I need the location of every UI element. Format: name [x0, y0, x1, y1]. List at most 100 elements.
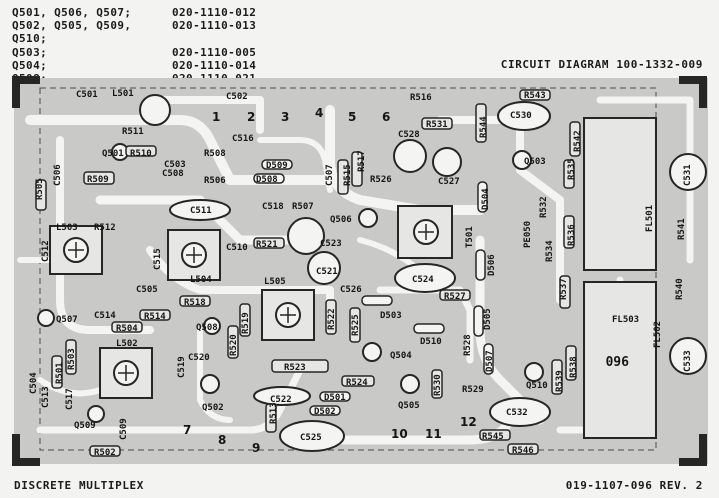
component-label-c502: C502 [226, 92, 248, 102]
resistor-r525 [349, 307, 361, 343]
resistor-r539 [551, 359, 563, 395]
resistor-r510 [125, 145, 157, 157]
component-label-r507: R507 [292, 202, 314, 212]
resistor-r527 [439, 289, 471, 301]
component-label-r513: R513 [269, 402, 279, 424]
diode-d503 [361, 295, 393, 306]
capacitor-q501-can [139, 94, 171, 126]
component-label-q504: Q504 [390, 351, 412, 361]
transistor-q503 [512, 150, 532, 170]
component-label-fl501: FL501 [645, 205, 655, 232]
component-label-r520: R520 [229, 334, 239, 356]
component-label-d510: D510 [420, 337, 442, 347]
component-label-r501: R501 [55, 362, 65, 384]
component-label-fl502: FL502 [653, 321, 663, 348]
component-label-l502: L502 [116, 339, 138, 349]
component-label-r529: R529 [462, 385, 484, 395]
pin-number-6: 6 [382, 110, 390, 124]
component-label-r522: R522 [327, 308, 337, 330]
pin-number-4: 4 [315, 106, 323, 120]
component-label-r535: R535 [567, 158, 577, 180]
parts-row-3-code: 020-1110-005 [172, 45, 257, 59]
component-label-r532: R532 [539, 196, 549, 218]
trace-o [197, 327, 233, 423]
component-label-c505: C505 [136, 285, 158, 295]
component-label-q502: Q502 [202, 403, 224, 413]
component-label-q501: Q501 [102, 149, 124, 159]
component-label-r531: R531 [426, 120, 448, 130]
component-label-r517: R517 [357, 150, 367, 172]
diode-d508 [253, 173, 285, 184]
transistor-q502 [200, 374, 220, 394]
capacitor-c511 [169, 199, 231, 221]
component-label-r537: R537 [559, 278, 569, 300]
component-label-c516: C516 [232, 134, 254, 144]
transistors [37, 143, 544, 423]
component-label-r518: R518 [184, 298, 206, 308]
component-label-r523: R523 [284, 363, 306, 373]
component-label-c517: C517 [65, 388, 75, 410]
coil-l503 [49, 225, 103, 275]
component-label-c508: C508 [162, 169, 184, 179]
resistor-r504 [111, 321, 143, 333]
component-label-r526: R526 [370, 175, 392, 185]
component-label-c512: C512 [41, 240, 51, 262]
component-label-t501: T501 [465, 226, 475, 248]
component-label-c507: C507 [325, 164, 335, 186]
diode-d504 [477, 181, 488, 213]
resistor-r521 [253, 237, 285, 249]
component-label-r509: R509 [87, 175, 109, 185]
capacitor-c530 [497, 101, 551, 131]
component-label-c515: C515 [153, 248, 163, 270]
component-label-r546: R546 [512, 446, 534, 456]
resistor-r509 [83, 171, 115, 185]
trace-p [156, 96, 264, 134]
filter-block-fl501 [583, 117, 657, 271]
component-label-c510: C510 [226, 243, 248, 253]
component-label-c513: C513 [41, 386, 51, 408]
resistor-r536 [563, 215, 575, 249]
component-label-d508: D508 [256, 175, 278, 185]
diode-d505 [473, 305, 484, 337]
component-label-d507: D507 [485, 350, 495, 372]
component-label-r539: R539 [555, 370, 565, 392]
parts-row-3-refs: Q503; [12, 45, 48, 59]
parts-row-2-code: 020-1110-013 [172, 19, 257, 33]
component-label-r528: R528 [463, 334, 473, 356]
component-label-c519: C519 [177, 356, 187, 378]
resistor-r546 [507, 443, 539, 455]
component-label-q508: Q508 [196, 323, 218, 333]
component-label-l503: L503 [56, 223, 78, 233]
component-label-l501: L501 [112, 89, 134, 99]
component-label-r545: R545 [482, 432, 504, 442]
component-label-r515: R515 [343, 164, 353, 186]
transistor-q508 [87, 405, 105, 423]
component-label-c514: C514 [94, 311, 116, 321]
diode-d502 [309, 405, 341, 416]
component-label-r511: R511 [122, 127, 144, 137]
board-outline [39, 87, 657, 451]
component-label-c511: C511 [190, 206, 212, 216]
resistor-r524 [341, 375, 375, 387]
resistor-bodies [35, 89, 581, 457]
component-label-r544: R544 [479, 116, 489, 138]
transistor-q507 [37, 309, 55, 327]
resistor-r542 [569, 121, 581, 157]
component-label-pe050: PE050 [523, 221, 533, 248]
component-label-q509: Q509 [74, 421, 96, 431]
diode-d507 [483, 343, 494, 375]
resistor-r501 [51, 355, 63, 389]
pin-number-5: 5 [348, 110, 356, 124]
resistor-r531 [421, 117, 453, 130]
transistor-q505 [400, 374, 420, 394]
pin-number-12: 12 [460, 415, 477, 429]
parts-row-2-refs: Q502, Q505, Q509, Q510; [12, 19, 132, 46]
component-label-c520: C520 [188, 353, 210, 363]
component-label-q507: Q507 [56, 315, 78, 325]
diode-bodies [253, 159, 494, 416]
parts-row-1-refs: Q501, Q506, Q507; [12, 6, 132, 19]
component-label-r510: R510 [130, 149, 152, 159]
component-label-c530: C530 [510, 111, 532, 121]
component-label-c522: C522 [270, 395, 292, 405]
resistor-r502 [89, 445, 121, 457]
